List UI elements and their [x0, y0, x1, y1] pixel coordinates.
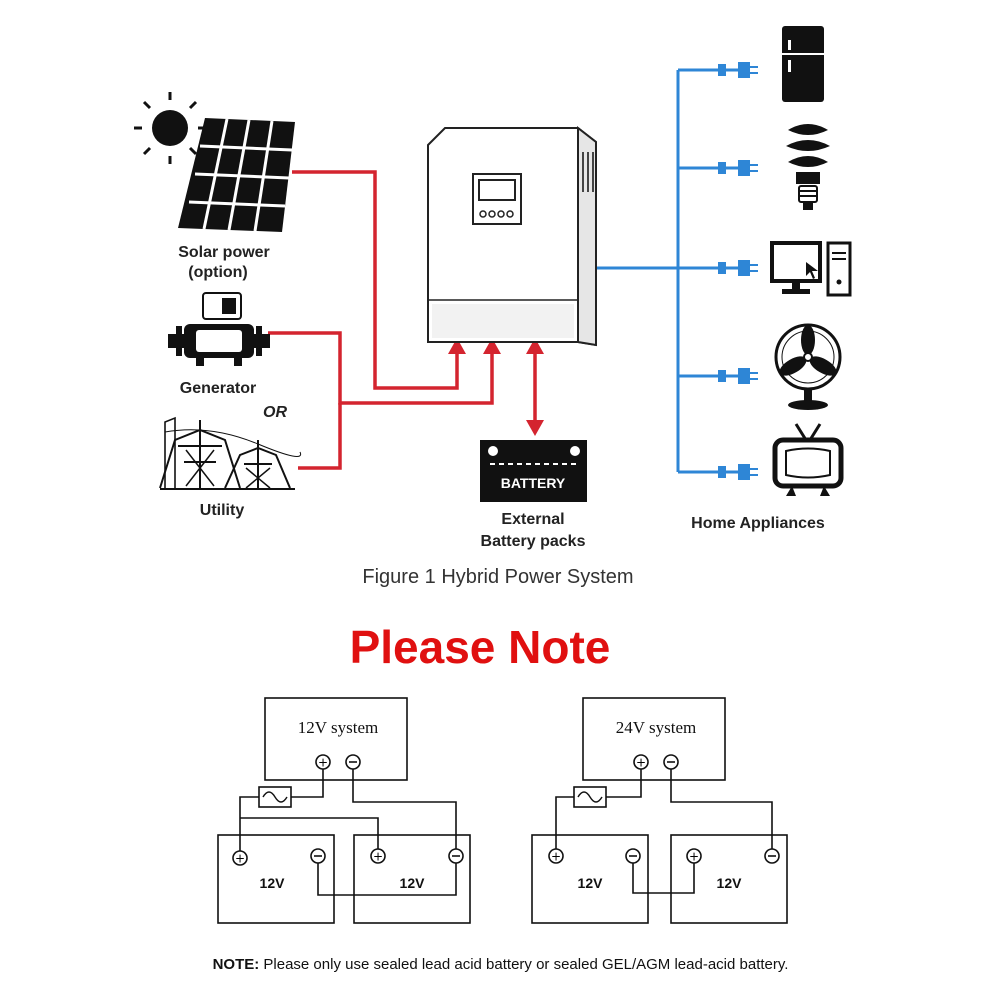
battery-box-12v-2 [353, 834, 471, 924]
figure-caption: Figure 1 Hybrid Power System [362, 566, 633, 588]
svg-text:+: + [235, 852, 245, 866]
or-label: OR [263, 404, 287, 421]
tv-icon [772, 423, 844, 496]
plug-icon-1 [718, 62, 758, 78]
ac-output-lines [596, 62, 758, 480]
battery-label-24v-1: 12V [578, 875, 604, 891]
plug-icons [718, 62, 758, 480]
battery-label-12v-2: 12V [400, 875, 426, 891]
solar-option-label: (option) [188, 264, 248, 281]
solar-panel-icon [178, 118, 295, 232]
arrow-up-3 [526, 338, 544, 354]
system-box-24v [582, 697, 726, 781]
fridge-icon [782, 26, 824, 102]
plug-icon-2 [718, 160, 758, 176]
sun-icon [134, 92, 206, 164]
utility-line [298, 403, 342, 470]
system-box-12v [264, 697, 408, 781]
plug-icon-4 [718, 368, 758, 384]
fan-icon [774, 323, 842, 410]
power-tower-icon [159, 416, 302, 490]
fuse-icon [258, 786, 292, 808]
battery-label-24v-2: 12V [717, 875, 743, 891]
ac-input-lines [268, 170, 544, 470]
arrow-up-1 [448, 338, 466, 354]
svg-text:+: + [318, 756, 328, 770]
note-prefix: NOTE: [212, 956, 260, 973]
wiring-12v: 12V system + 12V 12V + + [217, 697, 471, 924]
note-text: Please only use sealed lead acid battery… [259, 956, 789, 973]
svg-text:+: + [373, 850, 383, 864]
system-label-12v: 12V system [298, 718, 378, 737]
computer-icon [770, 241, 852, 297]
wiring-24v: 24V system + 12V 12V + + [531, 697, 788, 924]
battery-icon [480, 440, 587, 502]
battery-label-12v-1: 12V [260, 875, 286, 891]
solar-line [292, 170, 459, 390]
arrow-up-2 [483, 338, 501, 354]
generator-icon [168, 292, 270, 366]
please-note-title: Please Note [350, 621, 611, 673]
battery-caption-2: Battery packs [481, 533, 586, 550]
utility-label: Utility [200, 502, 245, 519]
battery-caption-1: External [501, 511, 564, 528]
plug-icon-5 [718, 464, 758, 480]
generator-label: Generator [180, 380, 256, 397]
solar-label: Solar power [178, 244, 270, 261]
arrow-down-battery [526, 420, 544, 436]
svg-text:+: + [551, 850, 561, 864]
fuse-icon [573, 786, 607, 808]
battery-note: NOTE: Please only use sealed lead acid b… [0, 956, 1001, 973]
inverter-icon [427, 125, 597, 347]
inverter-lcd [478, 179, 516, 201]
svg-text:+: + [689, 850, 699, 864]
battery-body-label: BATTERY [501, 475, 566, 491]
bulb-icon [786, 124, 830, 210]
svg-text:+: + [636, 756, 646, 770]
plug-icon-3 [718, 260, 758, 276]
appliances-label: Home Appliances [691, 515, 825, 532]
system-label-24v: 24V system [616, 718, 696, 737]
